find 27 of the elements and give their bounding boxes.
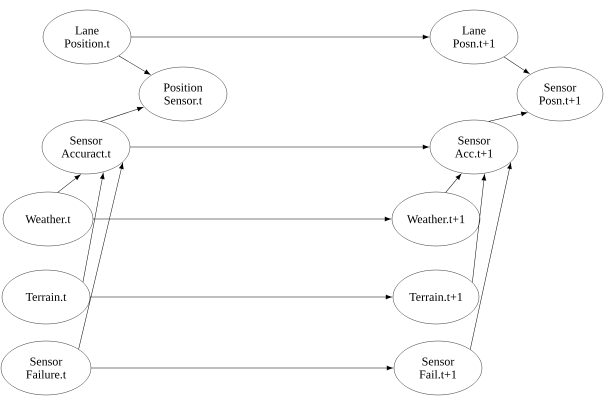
- ellipse-node: Terrain.t+1: [392, 270, 480, 324]
- arrow: [82, 172, 105, 282]
- ellipse-node: Weather.t: [2, 192, 94, 246]
- arrow: [57, 174, 81, 193]
- arrow: [488, 112, 528, 122]
- arrow: [100, 106, 144, 122]
- arrow: [118, 56, 151, 75]
- ellipse-node: Lane Position.t: [42, 10, 132, 64]
- ellipse-node: Weather.t+1: [392, 192, 480, 246]
- arrow: [90, 294, 392, 300]
- ellipse-node: Position Sensor.t: [138, 66, 228, 122]
- arrow: [472, 174, 486, 283]
- arrow: [445, 174, 462, 193]
- ellipse-node: Sensor Posn.t+1: [516, 66, 604, 122]
- ellipse-node: Terrain.t: [2, 270, 90, 324]
- ellipse-node: Sensor Acc.t+1: [430, 120, 518, 174]
- arrow: [90, 366, 393, 370]
- arrow: [470, 162, 512, 350]
- arrow: [78, 162, 124, 350]
- arrow: [92, 216, 391, 222]
- ellipse-node: Sensor Fail.t+1: [394, 340, 482, 396]
- ellipse-node: Sensor Failure.t: [0, 340, 92, 396]
- ellipse-node: Sensor Accuract.t: [42, 120, 130, 174]
- ellipse-node: Lane Posn.t+1: [430, 10, 518, 64]
- arrow: [504, 56, 530, 74]
- arrow: [130, 144, 429, 150]
- arrow: [130, 34, 429, 40]
